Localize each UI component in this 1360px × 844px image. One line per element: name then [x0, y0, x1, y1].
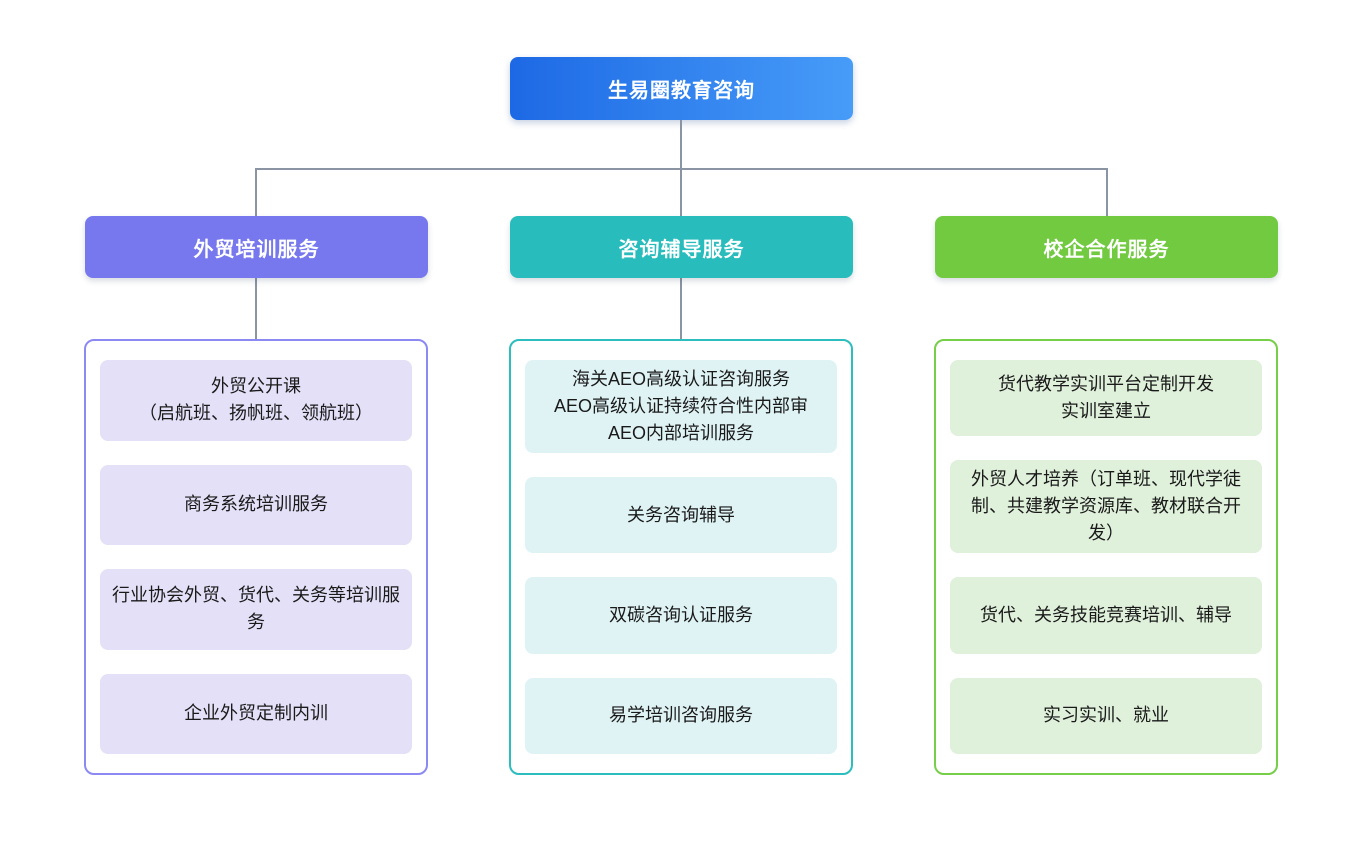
leaf-node: 外贸公开课 （启航班、扬帆班、领航班） [100, 360, 412, 441]
branch-header-label: 咨询辅导服务 [618, 238, 745, 261]
leaf-node: 行业协会外贸、货代、关务等培训服务 [100, 569, 412, 650]
branch-container-school-enterprise: 货代教学实训平台定制开发 实训室建立 外贸人才培养（订单班、现代学徒制、共建教学… [934, 339, 1278, 775]
leaf-label: 易学培训咨询服务 [609, 705, 753, 726]
branch-header-label: 校企合作服务 [1043, 238, 1170, 261]
connector-horizontal-rail [256, 168, 1107, 170]
root-node-label: 生易圈教育咨询 [608, 80, 755, 102]
leaf-label: 货代、关务技能竞赛培训、辅导 [980, 604, 1232, 625]
leaf-node: 货代、关务技能竞赛培训、辅导 [950, 577, 1262, 654]
connector-branch2-drop [680, 168, 682, 216]
leaf-node: 易学培训咨询服务 [525, 677, 837, 754]
branch-header-label: 外贸培训服务 [193, 238, 320, 261]
leaf-label: 行业协会外贸、货代、关务等培训服务 [112, 585, 400, 633]
leaf-label: 双碳咨询认证服务 [609, 604, 753, 625]
branch-header-school-enterprise: 校企合作服务 [935, 216, 1278, 278]
connector-branch1-drop [255, 168, 257, 216]
branch-header-consulting: 咨询辅导服务 [510, 216, 853, 278]
connector-branch3-drop [1106, 168, 1108, 216]
connector-root-stem [680, 120, 682, 169]
branch-container-trade-training: 外贸公开课 （启航班、扬帆班、领航班） 商务系统培训服务 行业协会外贸、货代、关… [84, 339, 428, 775]
leaf-node: 商务系统培训服务 [100, 464, 412, 545]
connector-branch1-header-to-list [255, 278, 257, 339]
leaf-node: 货代教学实训平台定制开发 实训室建立 [950, 360, 1262, 437]
leaf-label: 外贸人才培养（订单班、现代学徒制、共建教学资源库、教材联合开发） [971, 469, 1241, 544]
leaf-node: 海关AEO高级认证咨询服务 AEO高级认证持续符合性内部审 AEO内部培训服务 [525, 360, 837, 453]
root-node: 生易圈教育咨询 [510, 57, 853, 120]
leaf-label: 货代教学实训平台定制开发 实训室建立 [998, 374, 1214, 422]
branch-container-consulting: 海关AEO高级认证咨询服务 AEO高级认证持续符合性内部审 AEO内部培训服务 … [509, 339, 853, 775]
leaf-label: 实习实训、就业 [1043, 705, 1169, 726]
leaf-node: 企业外贸定制内训 [100, 673, 412, 754]
leaf-node: 实习实训、就业 [950, 677, 1262, 754]
leaf-label: 商务系统培训服务 [184, 494, 328, 515]
leaf-label: 企业外贸定制内训 [184, 703, 328, 724]
leaf-label: 外贸公开课 （启航班、扬帆班、领航班） [139, 376, 373, 424]
connector-branch2-header-to-list [680, 278, 682, 339]
leaf-node: 关务咨询辅导 [525, 477, 837, 554]
leaf-node: 外贸人才培养（订单班、现代学徒制、共建教学资源库、教材联合开发） [950, 460, 1262, 554]
leaf-label: 海关AEO高级认证咨询服务 AEO高级认证持续符合性内部审 AEO内部培训服务 [553, 369, 808, 443]
leaf-label: 关务咨询辅导 [627, 504, 735, 525]
leaf-node: 双碳咨询认证服务 [525, 577, 837, 654]
branch-header-trade-training: 外贸培训服务 [85, 216, 428, 278]
